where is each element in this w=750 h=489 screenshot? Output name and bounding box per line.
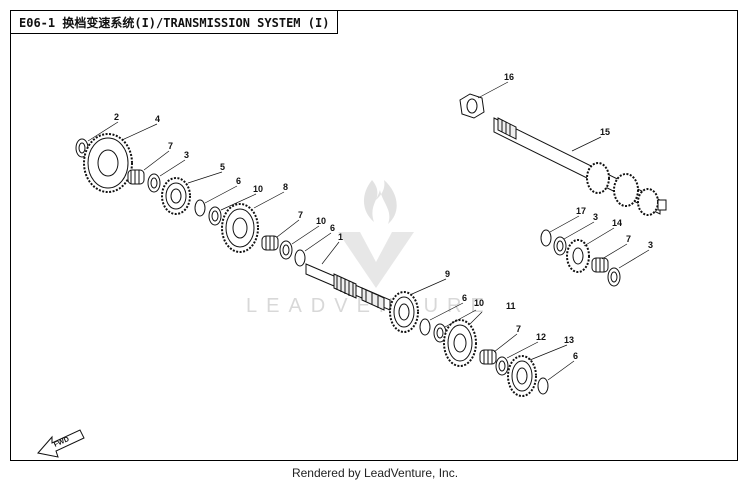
callout-7-c: 7: [516, 324, 521, 334]
part-17-circlip: [540, 229, 552, 247]
part-12-washer: [495, 356, 509, 376]
callout-1: 1: [338, 232, 343, 242]
callout-13: 13: [564, 335, 574, 345]
callout-17: 17: [576, 206, 586, 216]
callout-6: 6: [236, 176, 241, 186]
part-6-circlip-2: [294, 249, 306, 267]
part-1-main-shaft: [305, 263, 391, 311]
callout-6-b: 6: [330, 223, 335, 233]
part-4-gear: [83, 133, 133, 193]
part-13-gear: [507, 355, 537, 397]
part-10-washer: [208, 206, 222, 226]
watermark-logo-icon: [338, 180, 414, 288]
watermark-text: LEADVENTURE: [246, 295, 493, 317]
part-3-washer-2: [553, 236, 567, 256]
callout-10-c: 10: [474, 298, 484, 308]
part-3-washer-3: [607, 267, 621, 287]
part-11-gear: [443, 319, 477, 367]
part-7-needle-bearing-2: [261, 235, 279, 251]
callout-3: 3: [184, 150, 189, 160]
part-3-washer: [147, 173, 161, 193]
callout-3-c: 3: [648, 240, 653, 250]
part-7-needle-bearing-4: [591, 257, 609, 273]
part-16-gear: [566, 239, 590, 273]
part-6-circlip: [194, 199, 206, 217]
part-7-needle-bearing: [127, 169, 145, 185]
callout-14: 15: [600, 127, 610, 137]
callout-8: 8: [283, 182, 288, 192]
part-14-countershaft: [493, 117, 667, 216]
fwd-arrow-icon: FWD: [37, 429, 85, 458]
part-9-gear: [389, 291, 419, 333]
diagram-frame: [10, 10, 738, 461]
part-6-circlip-4: [537, 377, 549, 395]
part-10-washer-3: [433, 323, 447, 343]
leader-lines: [87, 81, 650, 381]
page-title: E06-1 换档变速系统(I)/TRANSMISSION SYSTEM (I): [10, 10, 339, 34]
callout-16: 14: [612, 218, 622, 228]
callout-6-c: 6: [462, 293, 467, 303]
callout-15: 16: [504, 72, 514, 82]
callout-10-b: 10: [316, 216, 326, 226]
part-10-washer-2: [279, 240, 293, 260]
callout-6-d: 6: [573, 351, 578, 361]
callout-12: 12: [536, 332, 546, 342]
callout-9: 9: [445, 269, 450, 279]
part-5-dog-ring: [161, 177, 191, 215]
callout-10: 10: [253, 184, 263, 194]
callout-labels: 2 4 7 3 5 6 10 8 7 10 6 1 9 6 10 11 7 12…: [114, 72, 653, 361]
callout-7: 7: [168, 141, 173, 151]
callout-7-b: 7: [298, 210, 303, 220]
callout-7-d: 7: [626, 234, 631, 244]
part-15-nut: [459, 93, 485, 119]
part-7-needle-bearing-3: [479, 349, 497, 365]
footer-credit: Rendered by LeadVenture, Inc.: [291, 466, 459, 480]
callout-5: 5: [220, 162, 225, 172]
callout-4: 4: [155, 114, 160, 124]
part-6-circlip-3: [419, 318, 431, 336]
callout-2: 2: [114, 112, 119, 122]
callout-3-b: 3: [593, 212, 598, 222]
part-8-gear: [221, 203, 259, 253]
callout-11: 11: [506, 301, 516, 311]
